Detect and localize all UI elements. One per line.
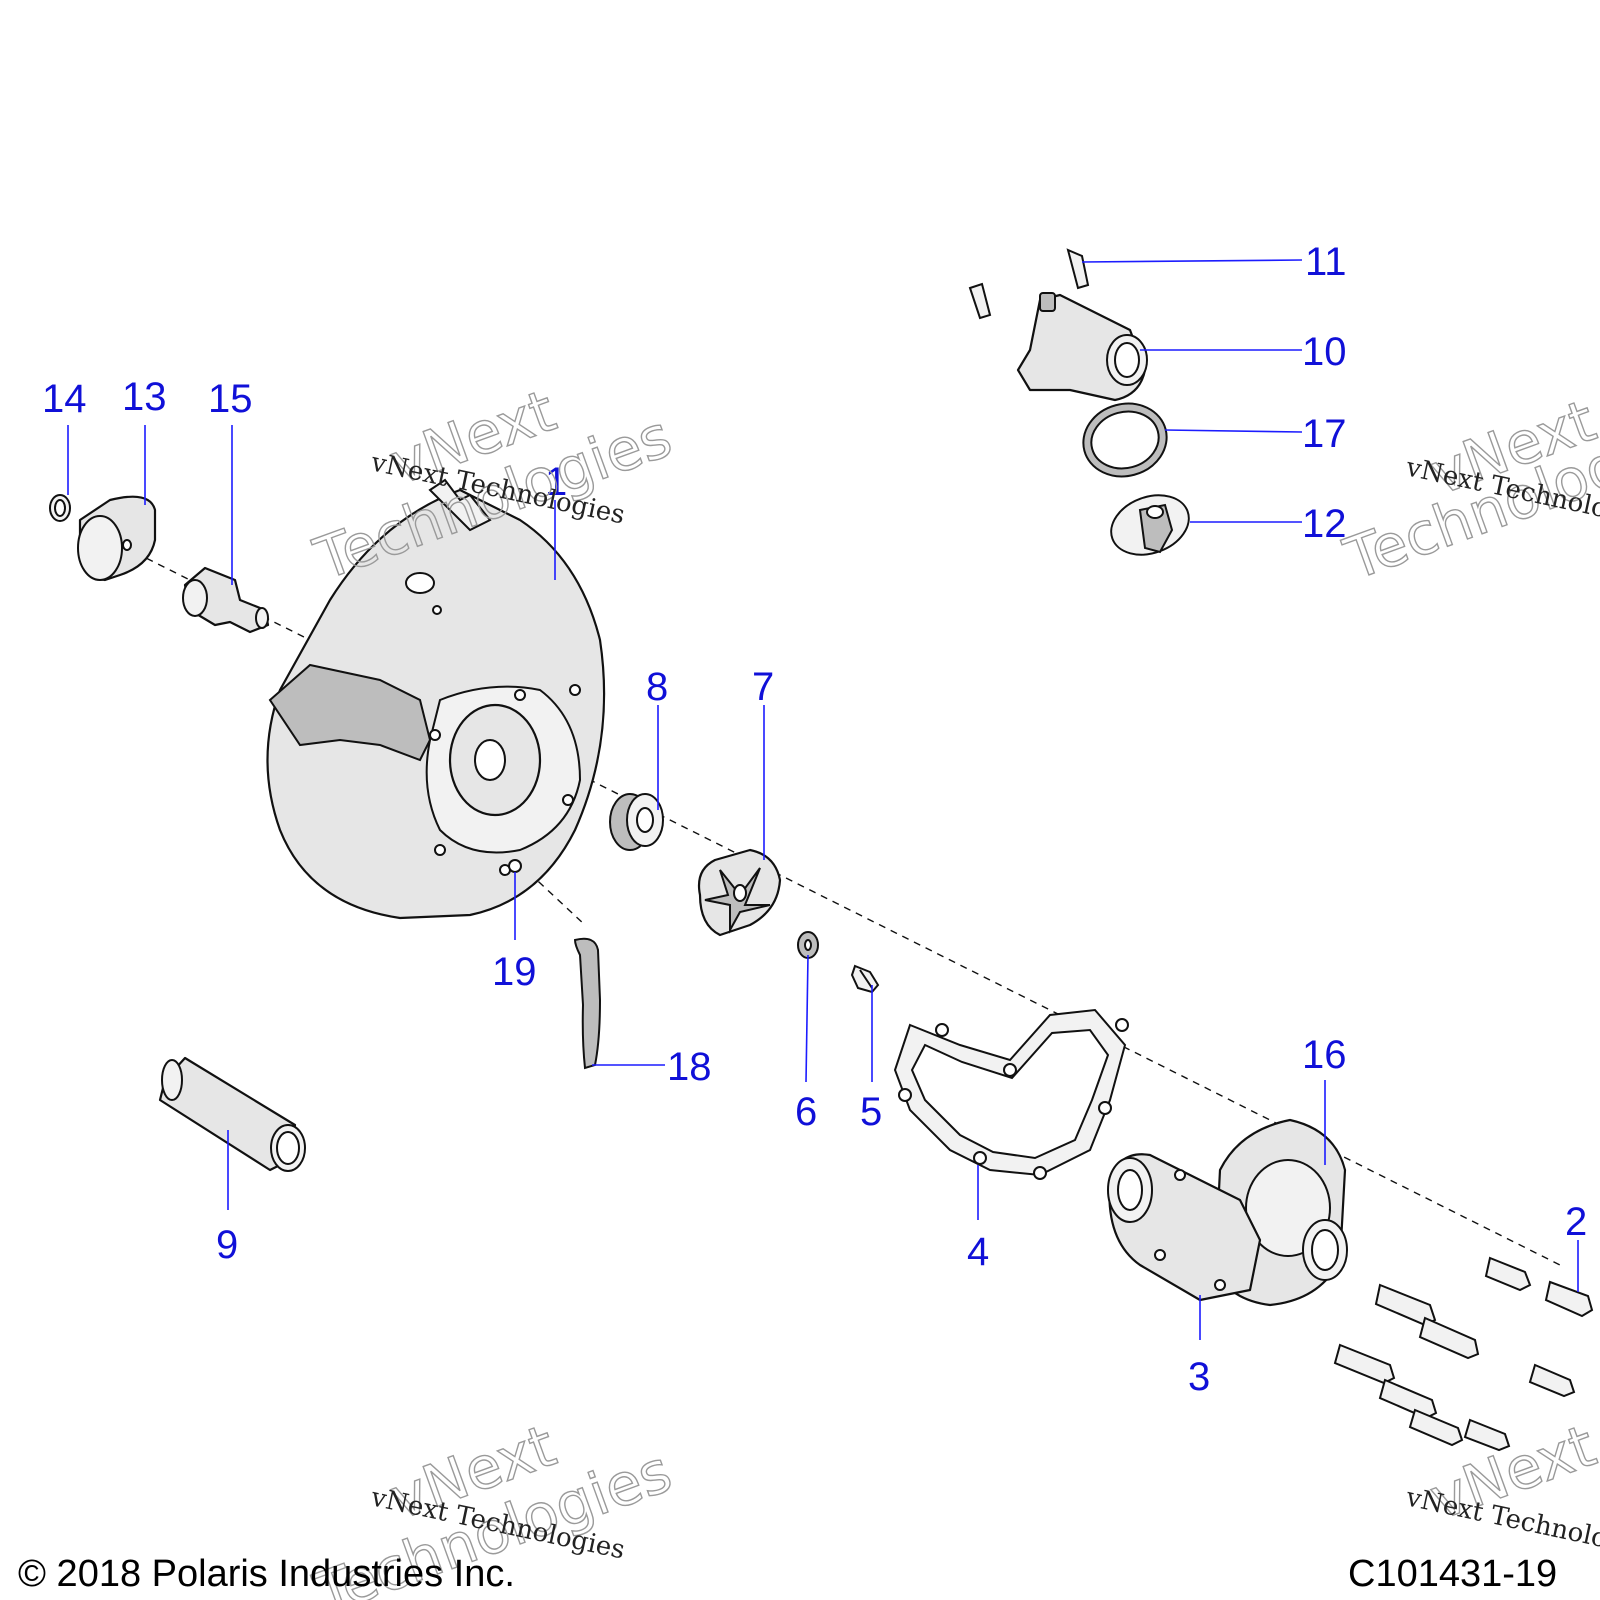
leader-lines [67,259,1579,1340]
part-2-bolts [1333,1256,1594,1452]
part-5-bolt [850,964,880,994]
callout-19: 19 [492,950,537,994]
callout-1: 1 [545,460,567,504]
part-10-thermostat-housing [1016,292,1148,402]
copyright-notice: © 2018 Polaris Industries Inc. [18,1553,515,1595]
callout-labels: 1 2 3 4 5 6 7 8 9 10 11 12 13 14 15 16 1… [42,240,1587,1399]
callout-7: 7 [752,665,774,709]
part-12-thermostat [1110,494,1190,556]
part-15-shaft [182,566,270,634]
part-18-hose [573,937,602,1070]
figure-id: C101431-19 [1348,1553,1558,1595]
callout-5: 5 [860,1090,882,1134]
callout-17: 17 [1302,412,1347,456]
callout-2: 2 [1565,1200,1587,1244]
part-6-washer [797,931,819,959]
callout-10: 10 [1302,330,1347,374]
part-17-seal-ring [1082,402,1168,478]
part-19-fitting [508,859,522,873]
part-3-pump-body [1107,1153,1348,1302]
callout-6: 6 [795,1090,817,1134]
callout-18: 18 [667,1045,712,1089]
part-1-housing [266,478,606,920]
part-9-tube [158,1056,306,1172]
callout-14: 14 [42,377,87,421]
callout-15: 15 [208,377,253,421]
part-7-impeller [697,848,782,937]
watermark-top-right: vNext Technologies vNext Technologies [1335,386,1600,595]
callout-16: 16 [1302,1033,1347,1077]
part-14-o-ring [49,494,71,522]
callout-11: 11 [1305,240,1347,284]
callout-12: 12 [1302,502,1347,546]
callout-9: 9 [216,1223,238,1267]
callout-4: 4 [967,1230,989,1274]
callout-13: 13 [122,375,167,419]
part-11-bolts [968,248,1090,320]
callout-8: 8 [646,665,668,709]
part-4-gasket [893,1008,1129,1180]
part-8-seal [609,793,664,851]
callout-3: 3 [1188,1355,1210,1399]
part-13-spacer [77,495,157,582]
